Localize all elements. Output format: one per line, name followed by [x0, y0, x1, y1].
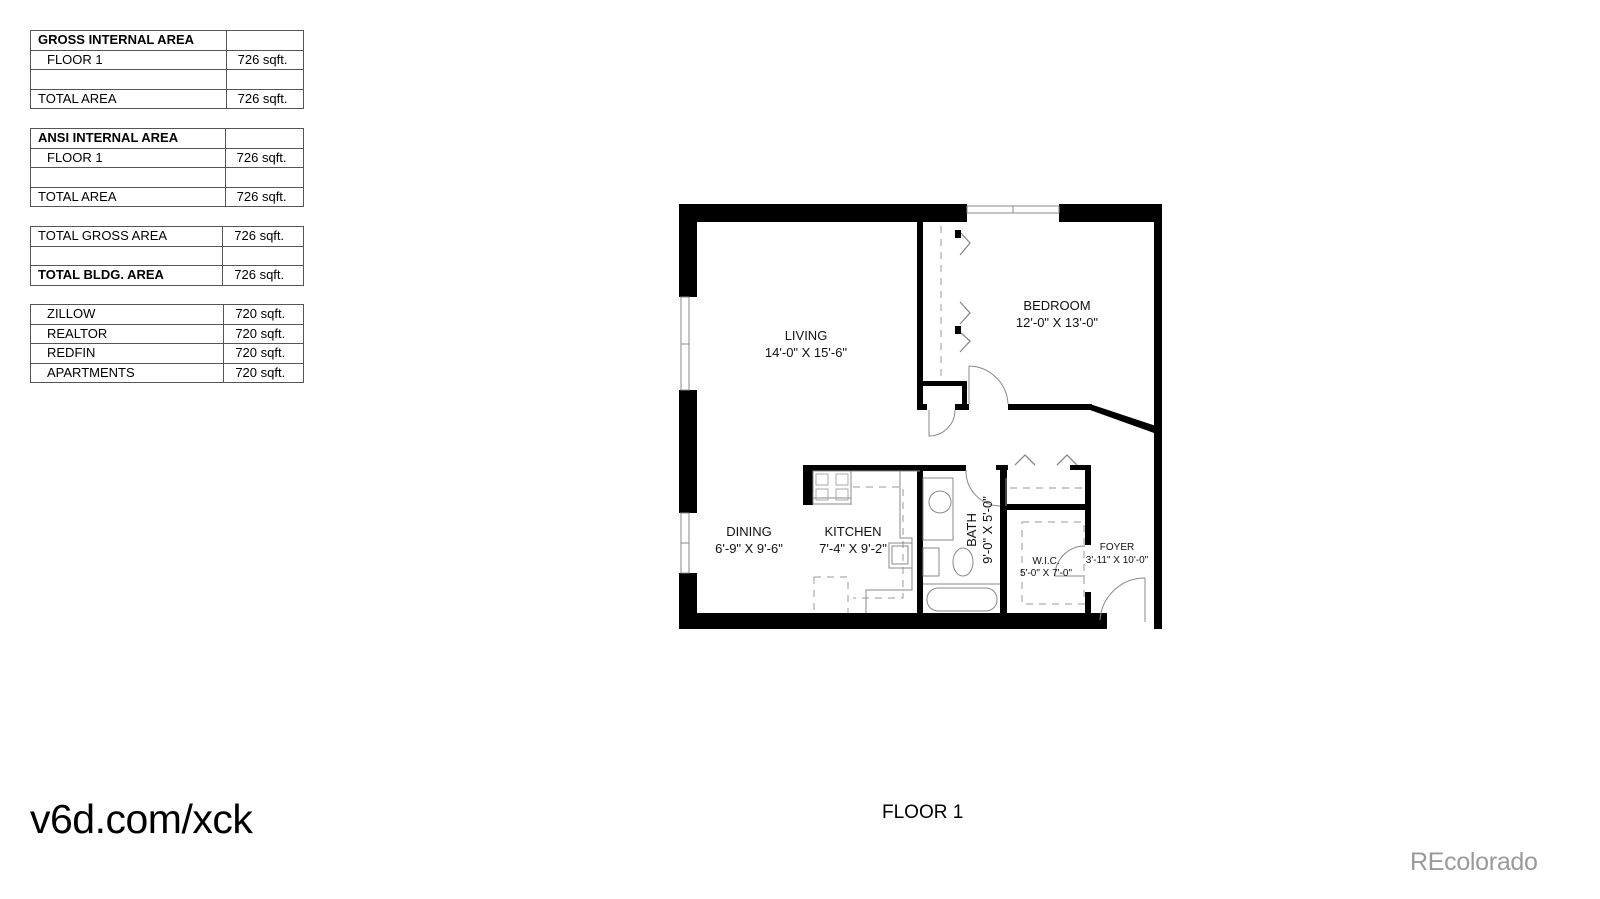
kitchen-label: KITCHEN	[824, 524, 881, 539]
bifold-doors	[955, 230, 1078, 466]
row-label: APARTMENTS	[29, 362, 225, 383]
room-labels: LIVING 14'-0" X 15'-6" BEDROOM 12'-0" X …	[715, 298, 1148, 579]
wic-label: W.I.C.	[1032, 556, 1059, 567]
bath-fixtures	[922, 477, 1000, 612]
bathtub-icon	[926, 587, 998, 612]
dining-label: DINING	[726, 524, 772, 539]
row-label: TOTAL AREA	[30, 186, 226, 207]
bedroom-label: BEDROOM	[1023, 298, 1090, 313]
row-label: TOTAL BLDG. AREA	[29, 265, 224, 286]
vanity-icon	[922, 477, 954, 541]
row-label: TOTAL AREA	[30, 88, 227, 109]
row-value: 726 sqft.	[224, 147, 305, 168]
wic-dims: 5'-0" X 7'-0"	[1020, 568, 1073, 579]
short-url-link[interactable]: v6d.com/xck	[30, 796, 253, 842]
row-value: 720 sqft.	[223, 362, 304, 383]
windows	[680, 205, 1060, 574]
sink-icon	[888, 542, 913, 569]
stove-icon	[812, 470, 852, 505]
floor-label: FLOOR 1	[882, 802, 964, 823]
foyer-dims: 3'-11" X 10'-0"	[1086, 555, 1149, 566]
bath-label: BATH	[964, 513, 979, 547]
interior-walls	[803, 222, 1156, 615]
bath-dims: 9'-0" X 5'-0"	[980, 496, 995, 564]
kitchen-dims: 7'-4" X 9'-2"	[819, 541, 887, 556]
exterior-walls	[679, 204, 1162, 629]
row-value: 726 sqft.	[224, 186, 305, 207]
row-value: 726 sqft.	[222, 265, 304, 286]
row-value: 726 sqft.	[225, 88, 305, 109]
living-label: LIVING	[785, 328, 828, 343]
bedroom-dims: 12'-0" X 13'-0"	[1016, 315, 1099, 330]
foyer-label: FOYER	[1100, 542, 1134, 553]
brand-watermark: REcolorado	[1410, 848, 1538, 876]
table-header: ANSI INTERNAL AREA	[30, 128, 226, 149]
living-dims: 14'-0" X 15'-6"	[765, 345, 848, 360]
burner-icons	[815, 473, 849, 501]
dining-dims: 6'-9" X 9'-6"	[715, 541, 783, 556]
swing-doors	[928, 365, 1146, 622]
row-label: REALTOR	[29, 323, 225, 344]
basin-icon	[928, 490, 952, 514]
toilet-tank-icon	[922, 547, 940, 577]
toilet-bowl-icon	[952, 547, 974, 577]
kitchen-fixtures	[812, 470, 920, 613]
